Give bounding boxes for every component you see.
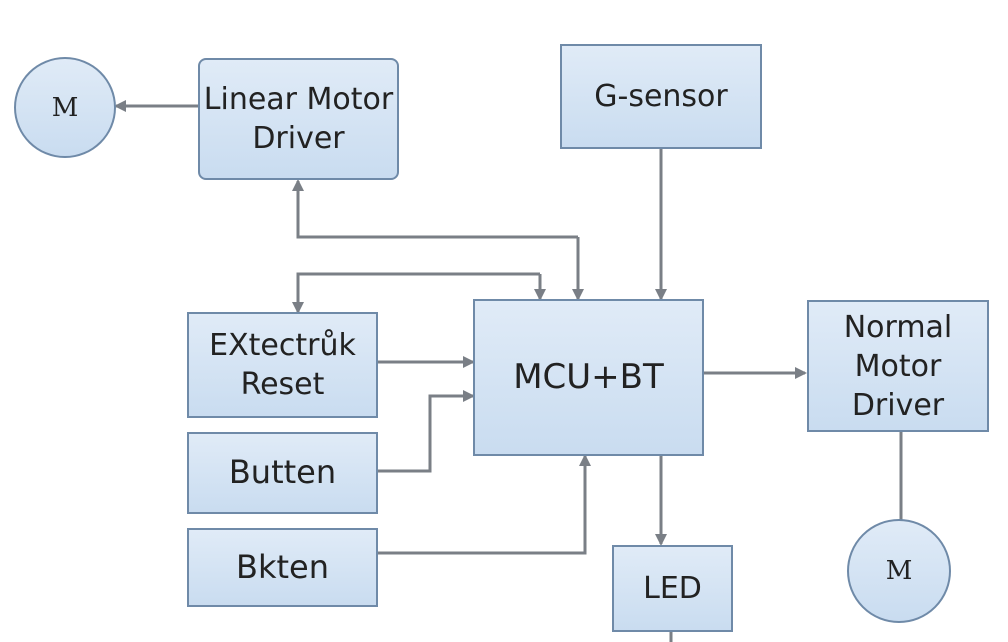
mcu-bt-label: MCU+BT xyxy=(513,357,664,398)
normal-motor-driver-label-line-2: Motor Driver xyxy=(851,348,945,423)
connector-mcu-to-linear-driver xyxy=(292,179,578,239)
right-motor-label: M xyxy=(885,556,913,586)
mcu-bt-block: MCU+BT xyxy=(473,299,704,456)
linear-motor-driver-label-line-2: Driver xyxy=(252,121,345,156)
left-motor-label: M xyxy=(51,92,79,123)
right-motor: M xyxy=(847,519,951,623)
linear-motor-driver-label-line-1: Linear Motor xyxy=(203,82,394,117)
connector-mcu-to-external-reset xyxy=(292,272,540,314)
button-label: Butten xyxy=(228,453,337,492)
external-reset-label-line-1: EXtectrůk xyxy=(209,328,356,363)
normal-motor-driver-block: Normal Motor Driver xyxy=(807,300,989,432)
g-sensor-block: G-sensor xyxy=(560,44,762,149)
external-reset-block: EXtectrůk Reset xyxy=(187,312,378,418)
led-label: LED xyxy=(643,571,702,606)
connector-button-to-mcu xyxy=(378,390,475,473)
connector-bkten-to-mcu xyxy=(378,454,591,555)
left-motor: M xyxy=(14,57,116,158)
bkten-block: Bkten xyxy=(187,528,378,607)
g-sensor-label: G-sensor xyxy=(594,79,728,114)
bkten-label: Bkten xyxy=(236,547,329,586)
external-reset-label-line-2: Reset xyxy=(240,367,325,402)
normal-motor-driver-label-line-1: Normal xyxy=(843,309,953,345)
linear-motor-driver-block: Linear Motor Driver xyxy=(198,58,399,180)
led-block: LED xyxy=(612,545,733,632)
button-block: Butten xyxy=(187,432,378,514)
